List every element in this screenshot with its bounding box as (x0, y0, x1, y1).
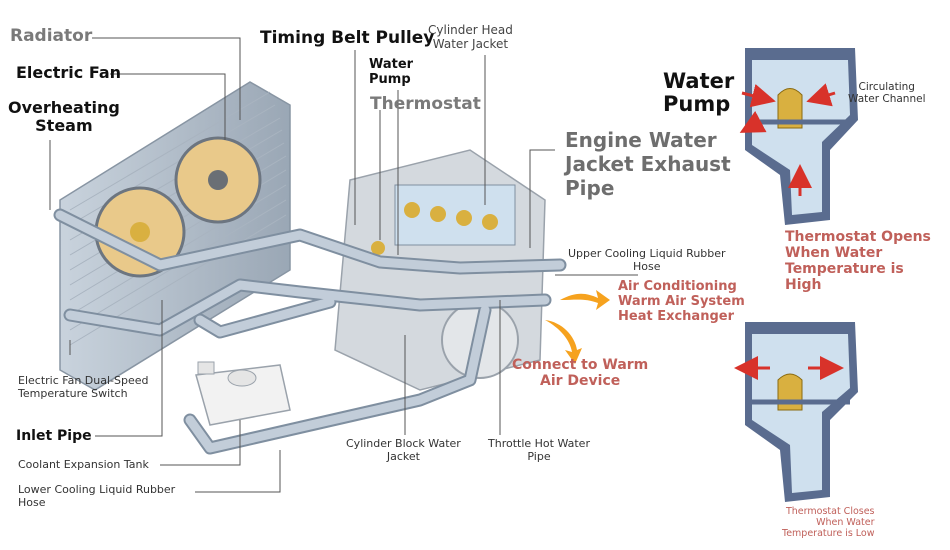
inset-label-thermostat-opens: Thermostat Opens When Water Temperature … (785, 229, 931, 293)
label-coolant-expansion-tank: Coolant Expansion Tank (18, 458, 149, 471)
label-ac-line2: Warm Air System (618, 293, 745, 309)
inset-opens-line2: When Water (785, 245, 883, 262)
label-air-conditioning-heat-exchanger: Air Conditioning Warm Air System Heat Ex… (618, 279, 745, 325)
inset-label-thermostat-closes: Thermostat Closes When Water Temperature… (782, 506, 875, 540)
coolant-expansion-tank (195, 361, 291, 426)
inset-label-circulating-water-channel: Circulating Water Channel (848, 81, 925, 105)
label-overheating-steam: Overheating Steam (8, 98, 120, 136)
label-engine-water-jacket-exhaust-pipe: Engine Water Jacket Exhaust Pipe (565, 128, 731, 200)
label-upper-hose-line2: Hose (633, 259, 661, 273)
label-water-pump-line2: Pump (369, 71, 411, 87)
inset-opens-line3: Temperature is (785, 261, 904, 278)
label-warm-air-line2: Air Device (540, 373, 621, 390)
label-cylinder-head-line1: Cylinder Head (428, 23, 513, 37)
label-ac-line1: Air Conditioning (618, 279, 737, 294)
label-block-jacket-line2: Jacket (386, 449, 420, 463)
electric-fan-lower (94, 186, 186, 278)
inset-channel-line2: Water Channel (848, 93, 926, 106)
label-timing-belt-pulley: Timing Belt Pulley (260, 28, 435, 48)
inset-channel-line1: Circulating (858, 81, 915, 93)
warm-air-steam-arrows (545, 290, 610, 364)
inset-water-pump-line1: Water (663, 69, 735, 93)
thermostat-closed-inset (745, 322, 858, 502)
label-inlet-pipe: Inlet Pipe (16, 428, 92, 444)
label-lower-hose-line2: Hose (18, 495, 46, 509)
electric-fan-upper (174, 136, 262, 224)
thermostat-open-flow-arrows (739, 83, 836, 196)
label-engine-exhaust-line1: Engine Water (565, 128, 717, 152)
inset-closes-line1: Thermostat Closes (785, 506, 875, 517)
label-throttle-hot-water-pipe: Throttle Hot Water Pipe (488, 437, 590, 463)
label-water-pump: Water Pump (369, 57, 414, 88)
label-cylinder-head-water-jacket: Cylinder Head Water Jacket (428, 23, 513, 52)
label-upper-hose-line1: Upper Cooling Liquid Rubber (568, 247, 726, 260)
inset-opens-line1: Thermostat Opens (785, 229, 931, 245)
inset-water-pump-line2: Pump (663, 92, 731, 117)
inset-closes-line2: When Water (816, 516, 875, 528)
label-engine-exhaust-line2: Jacket Exhaust (565, 152, 731, 176)
label-electric-fan: Electric Fan (16, 63, 122, 82)
label-connect-to-warm-air-device: Connect to Warm Air Device (512, 357, 648, 389)
label-thermostat: Thermostat (370, 94, 481, 114)
label-cylinder-block-water-jacket: Cylinder Block Water Jacket (346, 437, 461, 463)
label-overheating-steam-line2: Steam (35, 116, 93, 136)
label-lower-hose-line1: Lower Cooling Liquid Rubber (18, 483, 176, 496)
label-fan-switch-line1: Electric Fan Dual-Speed (18, 374, 149, 387)
label-cylinder-head-line2: Water Jacket (432, 36, 509, 51)
inset-label-water-pump: Water Pump (663, 69, 735, 117)
label-fan-switch-line2: Temperature Switch (18, 386, 128, 400)
label-water-pump-line1: Water (369, 57, 414, 72)
thermostat-open-inset (745, 48, 858, 225)
label-upper-cooling-hose: Upper Cooling Liquid Rubber Hose (568, 247, 726, 273)
inset-closes-line3: Temperature is Low (782, 527, 875, 539)
label-lower-cooling-hose: Lower Cooling Liquid Rubber Hose (18, 483, 176, 509)
label-ac-line3: Heat Exchanger (618, 308, 734, 324)
inset-opens-line4: High (785, 277, 822, 294)
label-throttle-pipe-line2: Pipe (527, 449, 551, 463)
label-engine-exhaust-line3: Pipe (565, 176, 615, 200)
label-radiator: Radiator (10, 26, 93, 46)
label-throttle-pipe-line1: Throttle Hot Water (488, 437, 590, 450)
label-overheating-steam-line1: Overheating (8, 98, 120, 117)
water-pump-part (371, 241, 385, 255)
leader-lines (49, 37, 638, 493)
label-fan-dual-speed-switch: Electric Fan Dual-Speed Temperature Swit… (18, 374, 149, 400)
coolant-pipes (53, 208, 567, 455)
label-warm-air-line1: Connect to Warm (512, 357, 649, 373)
label-block-jacket-line1: Cylinder Block Water (346, 437, 461, 450)
